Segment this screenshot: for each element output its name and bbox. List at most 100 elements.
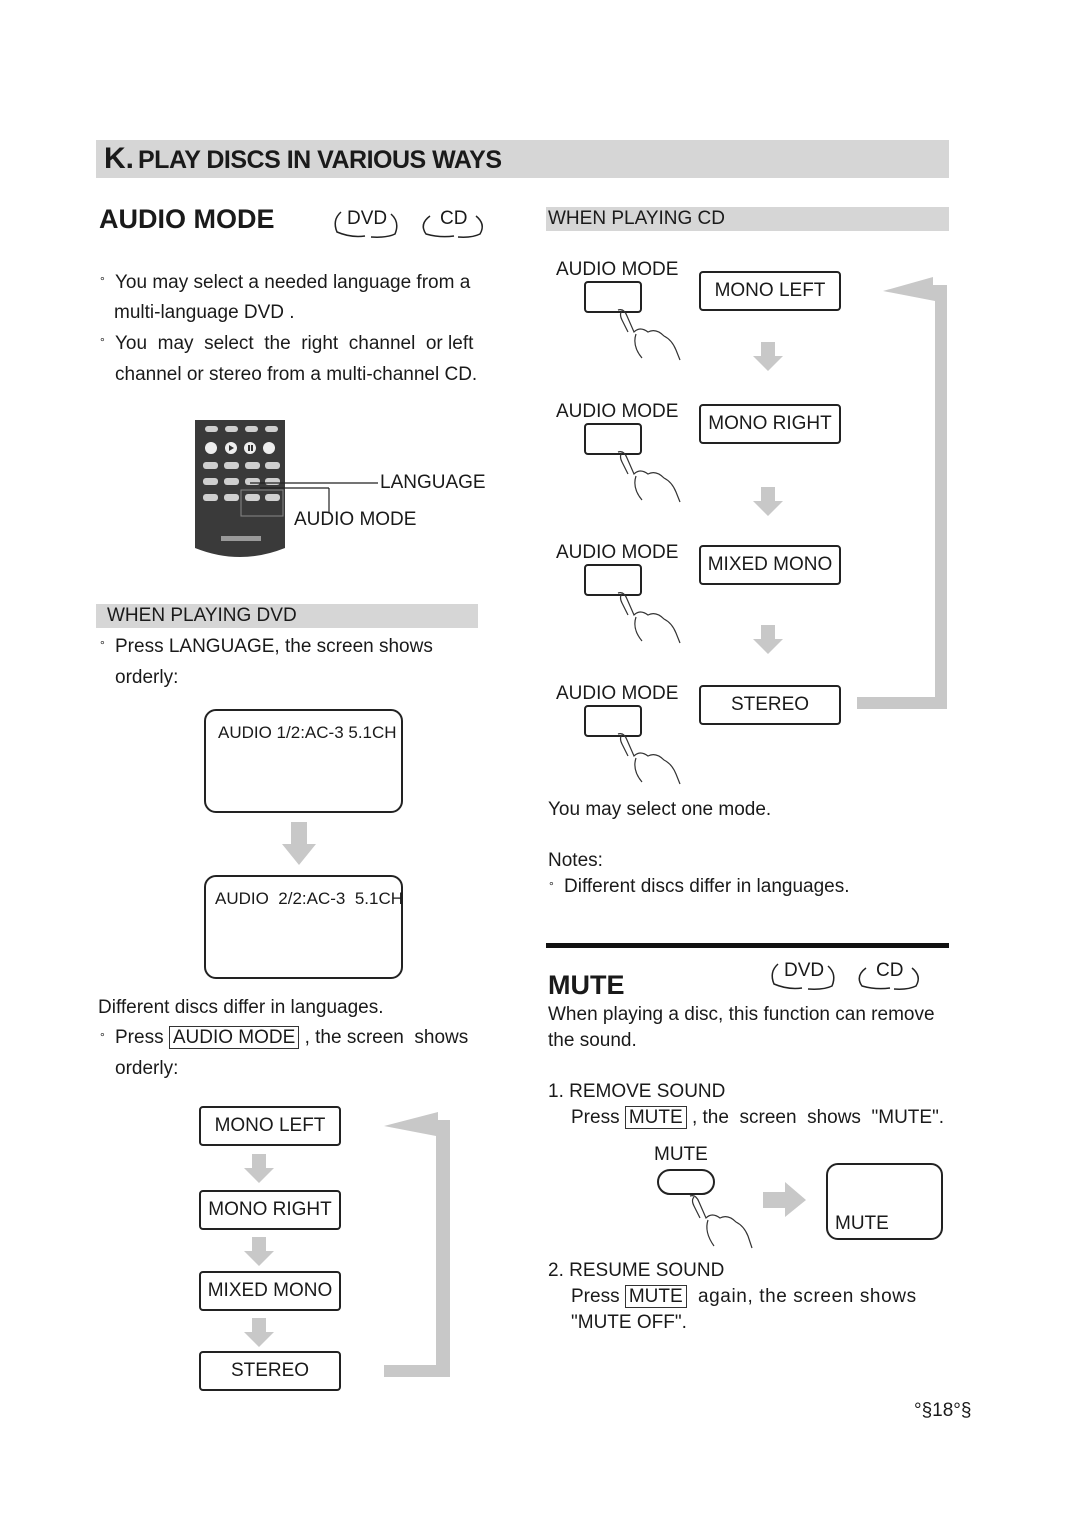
bullet-text: Press LANGUAGE, the screen shows <box>115 636 433 657</box>
pressing-hand-icon <box>617 309 681 361</box>
osd-screen: AUDIO 2/2:AC-3 5.1CH <box>204 875 403 979</box>
remote-control <box>193 420 288 562</box>
dvd-badge: DVD <box>768 960 838 990</box>
down-arrow-icon <box>753 342 783 371</box>
mode-box: MIXED MONO <box>699 545 841 585</box>
mute-button <box>657 1169 715 1195</box>
cd-select-text: You may select one mode. <box>548 799 772 820</box>
bullet-text: channel or stereo from a multi-channel C… <box>115 364 478 385</box>
down-arrow-icon <box>753 625 783 654</box>
down-arrow-icon <box>244 1318 274 1347</box>
mode-box: MONO RIGHT <box>699 404 841 444</box>
pressing-hand-icon <box>617 592 681 644</box>
pressing-hand-icon <box>617 733 681 785</box>
pressing-hand-icon <box>689 1195 753 1249</box>
mute-key: MUTE <box>624 1106 687 1129</box>
callout-lines <box>250 482 378 512</box>
dvd-badge-label: DVD <box>347 208 388 229</box>
disc-badge-arc <box>334 211 398 238</box>
audio-mode-key: AUDIO MODE <box>168 1026 300 1049</box>
notes-title: Notes: <box>548 850 603 871</box>
mode-box: STEREO <box>199 1351 341 1391</box>
mode-box: MIXED MONO <box>199 1271 341 1311</box>
down-arrow-icon <box>753 487 783 516</box>
mute-intro: When playing a disc, this function can r… <box>548 1004 935 1025</box>
audio-mode-button <box>584 423 642 455</box>
audio-mode-button <box>584 564 642 596</box>
press-word: Press <box>571 1107 620 1128</box>
press-word: Press <box>115 1027 164 1048</box>
dvd-note: Different discs differ in languages. <box>98 997 384 1018</box>
cd-badge-label: CD <box>440 208 468 229</box>
press-rest: , the screen shows <box>304 1027 469 1048</box>
section-letter: K. <box>104 142 134 175</box>
section-header: K. PLAY DISCS IN VARIOUS WAYS <box>96 140 949 178</box>
cd-badge: CD <box>418 208 486 238</box>
disc-badge-arc <box>771 963 835 990</box>
cd-band-label: WHEN PLAYING CD <box>548 208 726 229</box>
disc-badge-arc <box>422 215 483 238</box>
bullet-mark: ° <box>100 274 105 288</box>
osd-screen: AUDIO 1/2:AC-3 5.1CH <box>204 709 403 813</box>
step-title: 2. RESUME SOUND <box>548 1260 725 1281</box>
bullet-text: multi-language DVD . <box>114 302 295 323</box>
down-arrow-icon <box>244 1237 274 1266</box>
step1-line: Press MUTE , the screen shows "MUTE". <box>571 1103 944 1133</box>
step-title: 1. REMOVE SOUND <box>548 1081 726 1102</box>
section-divider <box>546 943 949 948</box>
down-arrow-icon <box>244 1154 274 1183</box>
press-audio-mode-line: Press AUDIO MODE , the screen shows <box>115 1023 468 1053</box>
mute-button-label: MUTE <box>654 1144 708 1165</box>
mode-box: MONO LEFT <box>199 1106 341 1146</box>
audio-mode-label: AUDIO MODE <box>556 259 679 280</box>
mute-heading: MUTE <box>548 970 625 1000</box>
bullet-mark: ° <box>100 638 105 652</box>
audio-mode-label: AUDIO MODE <box>556 401 679 422</box>
return-arrow-icon <box>384 1112 450 1377</box>
cd-badge-label: CD <box>876 960 904 981</box>
page-number: °§18°§ <box>914 1400 972 1421</box>
osd-screen-text: AUDIO 2/2:AC-3 5.1CH <box>215 889 404 908</box>
audio-mode-label: AUDIO MODE <box>556 683 679 704</box>
cd-band: WHEN PLAYING CD <box>546 207 949 231</box>
press-rest: , the screen shows "MUTE". <box>691 1107 945 1128</box>
bullet-text: orderly: <box>115 667 179 688</box>
step2-line: Press MUTE again, the screen shows <box>571 1282 917 1312</box>
osd-screen-text: AUDIO 1/2:AC-3 5.1CH <box>218 723 397 742</box>
pressing-hand-icon <box>617 451 681 503</box>
step2-line2: "MUTE OFF". <box>571 1312 687 1333</box>
bullet-mark: ° <box>549 879 554 893</box>
section-title: PLAY DISCS IN VARIOUS WAYS <box>138 146 502 174</box>
mode-box: MONO LEFT <box>699 271 841 311</box>
cd-badge: CD <box>854 960 922 990</box>
remote-control-drawing <box>195 420 285 557</box>
return-arrow-icon <box>857 277 947 709</box>
mode-box: STEREO <box>699 685 841 725</box>
language-callout: LANGUAGE <box>380 472 486 493</box>
mute-screen-text: MUTE <box>835 1213 889 1234</box>
mute-key: MUTE <box>624 1285 687 1308</box>
audio-mode-button <box>584 281 642 313</box>
press-word: Press <box>571 1286 620 1307</box>
cd-note: Different discs differ in languages. <box>564 876 850 897</box>
right-arrow-icon <box>763 1182 806 1217</box>
osd-screen: MUTE <box>826 1163 943 1240</box>
dvd-band: WHEN PLAYING DVD <box>96 604 478 628</box>
dvd-badge-label: DVD <box>784 960 825 981</box>
mode-box: MONO RIGHT <box>199 1190 341 1230</box>
bullet-mark: ° <box>100 335 105 349</box>
audio-mode-heading: AUDIO MODE <box>99 204 275 234</box>
audio-mode-label: AUDIO MODE <box>556 542 679 563</box>
dvd-badge: DVD <box>331 208 401 238</box>
press-rest: again, the screen shows <box>697 1286 917 1307</box>
mute-intro: the sound. <box>548 1030 637 1051</box>
bullet-text: orderly: <box>115 1058 179 1079</box>
dvd-band-label: WHEN PLAYING DVD <box>107 605 297 626</box>
disc-badge-arc <box>858 967 919 990</box>
bullet-text: You may select a needed language from a <box>115 272 471 293</box>
down-arrow-icon <box>282 822 316 865</box>
bullet-text: You may select the right channel or left <box>115 333 474 354</box>
bullet-mark: ° <box>100 1030 105 1044</box>
audio-mode-callout: AUDIO MODE <box>294 509 417 530</box>
audio-mode-button <box>584 705 642 737</box>
